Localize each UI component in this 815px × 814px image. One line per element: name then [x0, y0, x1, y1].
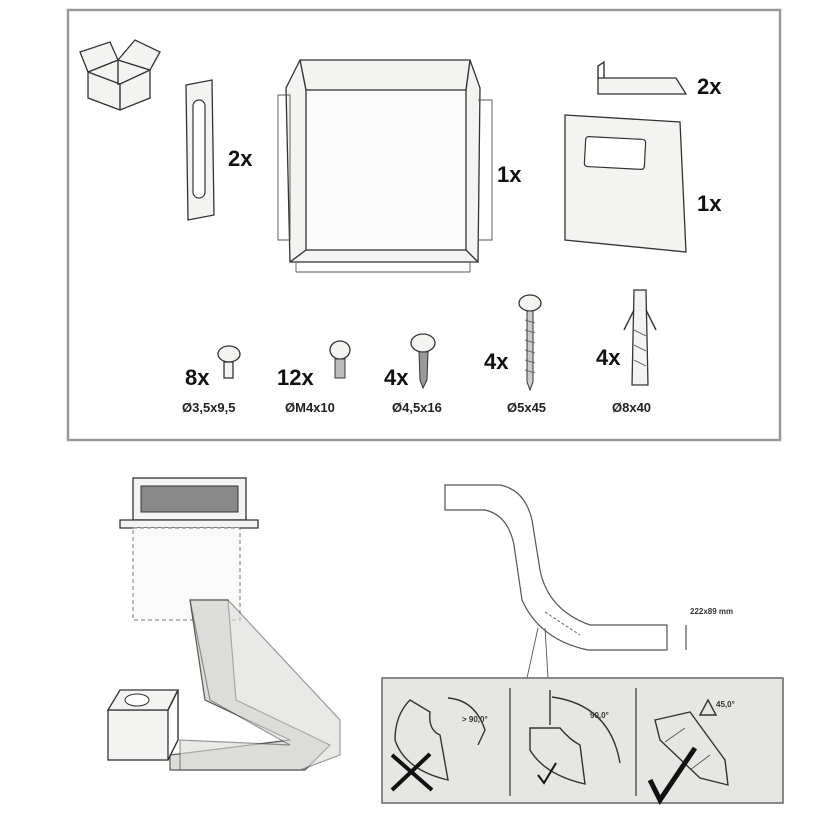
frame-quantity: 1x [497, 162, 522, 187]
bend-best: 45,0° [647, 698, 735, 805]
bracket-part [597, 60, 688, 95]
svg-text:12x: 12x [277, 365, 314, 390]
screw-4: 4x Ø5x45 [484, 294, 546, 415]
cover-plate-part [564, 114, 687, 253]
screw-3: 4x Ø4,5x16 [384, 333, 442, 415]
handle-part [185, 79, 215, 221]
handle-quantity: 2x [228, 146, 253, 171]
svg-text:> 90,0°: > 90,0° [462, 715, 488, 724]
svg-text:4x: 4x [484, 349, 509, 374]
bend-ok: 90,0° [529, 690, 621, 785]
svg-text:4x: 4x [596, 345, 621, 370]
screw-2: 12x ØM4x10 [277, 340, 351, 415]
svg-text:Ø3,5x9,5: Ø3,5x9,5 [182, 400, 236, 415]
bracket-quantity: 2x [697, 74, 722, 99]
installation-view [106, 477, 341, 771]
duct-routing-view: 222x89 mm [444, 484, 733, 679]
bend-wrong: > 90,0° [390, 697, 488, 792]
check-icon [537, 762, 557, 785]
frame-part [277, 59, 493, 273]
check-icon [647, 746, 698, 805]
svg-text:ØM4x10: ØM4x10 [285, 400, 335, 415]
svg-text:Ø5x45: Ø5x45 [507, 400, 546, 415]
duct-dimension: 222x89 mm [690, 607, 733, 616]
screw-1: 8x Ø3,5x9,5 [182, 345, 241, 415]
svg-text:4x: 4x [384, 365, 409, 390]
svg-text:Ø8x40: Ø8x40 [612, 400, 651, 415]
svg-text:90,0°: 90,0° [590, 711, 609, 720]
box-icon [79, 39, 161, 111]
cover-plate-quantity: 1x [697, 191, 722, 216]
wall-plug: 4x Ø8x40 [596, 289, 657, 415]
svg-text:Ø4,5x16: Ø4,5x16 [392, 400, 442, 415]
cross-icon [390, 752, 434, 792]
svg-text:45,0°: 45,0° [716, 700, 735, 709]
svg-text:8x: 8x [185, 365, 210, 390]
